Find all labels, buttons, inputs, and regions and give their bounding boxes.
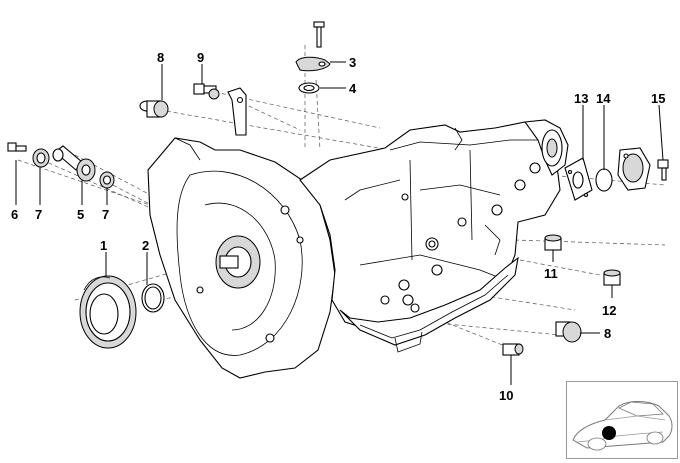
transmission-housing — [147, 137, 336, 379]
part-2-o-ring — [141, 283, 165, 313]
callout-15: 15 — [651, 91, 665, 106]
part-6-bolt — [7, 142, 27, 152]
part-8-plug-bottom — [555, 321, 582, 343]
part-10-plug — [502, 343, 524, 356]
part-13-gasket — [564, 157, 593, 201]
callout-1: 1 — [100, 238, 107, 253]
part-3-bracket-bolt — [295, 21, 331, 72]
callout-9: 9 — [197, 50, 204, 65]
part-15-bolt — [657, 159, 669, 181]
callout-8-top: 8 — [157, 50, 164, 65]
callout-5: 5 — [77, 207, 84, 222]
callout-10: 10 — [499, 388, 513, 403]
part-4-washer — [298, 82, 320, 94]
callout-11: 11 — [544, 266, 558, 281]
location-marker — [602, 426, 616, 440]
part-7-washer-right — [99, 171, 115, 189]
part-5-banjo-fitting — [52, 145, 96, 182]
callout-3: 3 — [349, 55, 356, 70]
part-14-o-ring — [595, 168, 613, 192]
part-9-bolt — [193, 83, 220, 100]
callout-7-left: 7 — [35, 207, 42, 222]
car-location-icon — [572, 401, 673, 451]
callout-6: 6 — [11, 207, 18, 222]
callout-8-bottom: 8 — [604, 326, 611, 341]
part-1-shaft-seal — [79, 275, 137, 349]
part-7-washer-left — [32, 148, 50, 168]
callout-14: 14 — [596, 91, 611, 106]
callout-4: 4 — [349, 81, 357, 96]
part-12-plug — [603, 269, 621, 286]
part-8-plug-top — [139, 100, 169, 118]
part-11-plug — [544, 234, 562, 251]
cover-plate — [617, 147, 651, 191]
callout-labels: 1 2 3 4 5 6 7 7 8 8 9 10 11 12 13 14 15 — [11, 50, 665, 403]
transmission-case — [299, 119, 569, 353]
mounting-bracket — [227, 87, 247, 136]
callout-13: 13 — [574, 91, 588, 106]
callout-2: 2 — [142, 238, 149, 253]
callout-7-right: 7 — [102, 207, 109, 222]
callout-12: 12 — [602, 303, 616, 318]
callout-leader-lines — [15, 61, 664, 385]
vehicle-location-inset — [566, 381, 678, 459]
